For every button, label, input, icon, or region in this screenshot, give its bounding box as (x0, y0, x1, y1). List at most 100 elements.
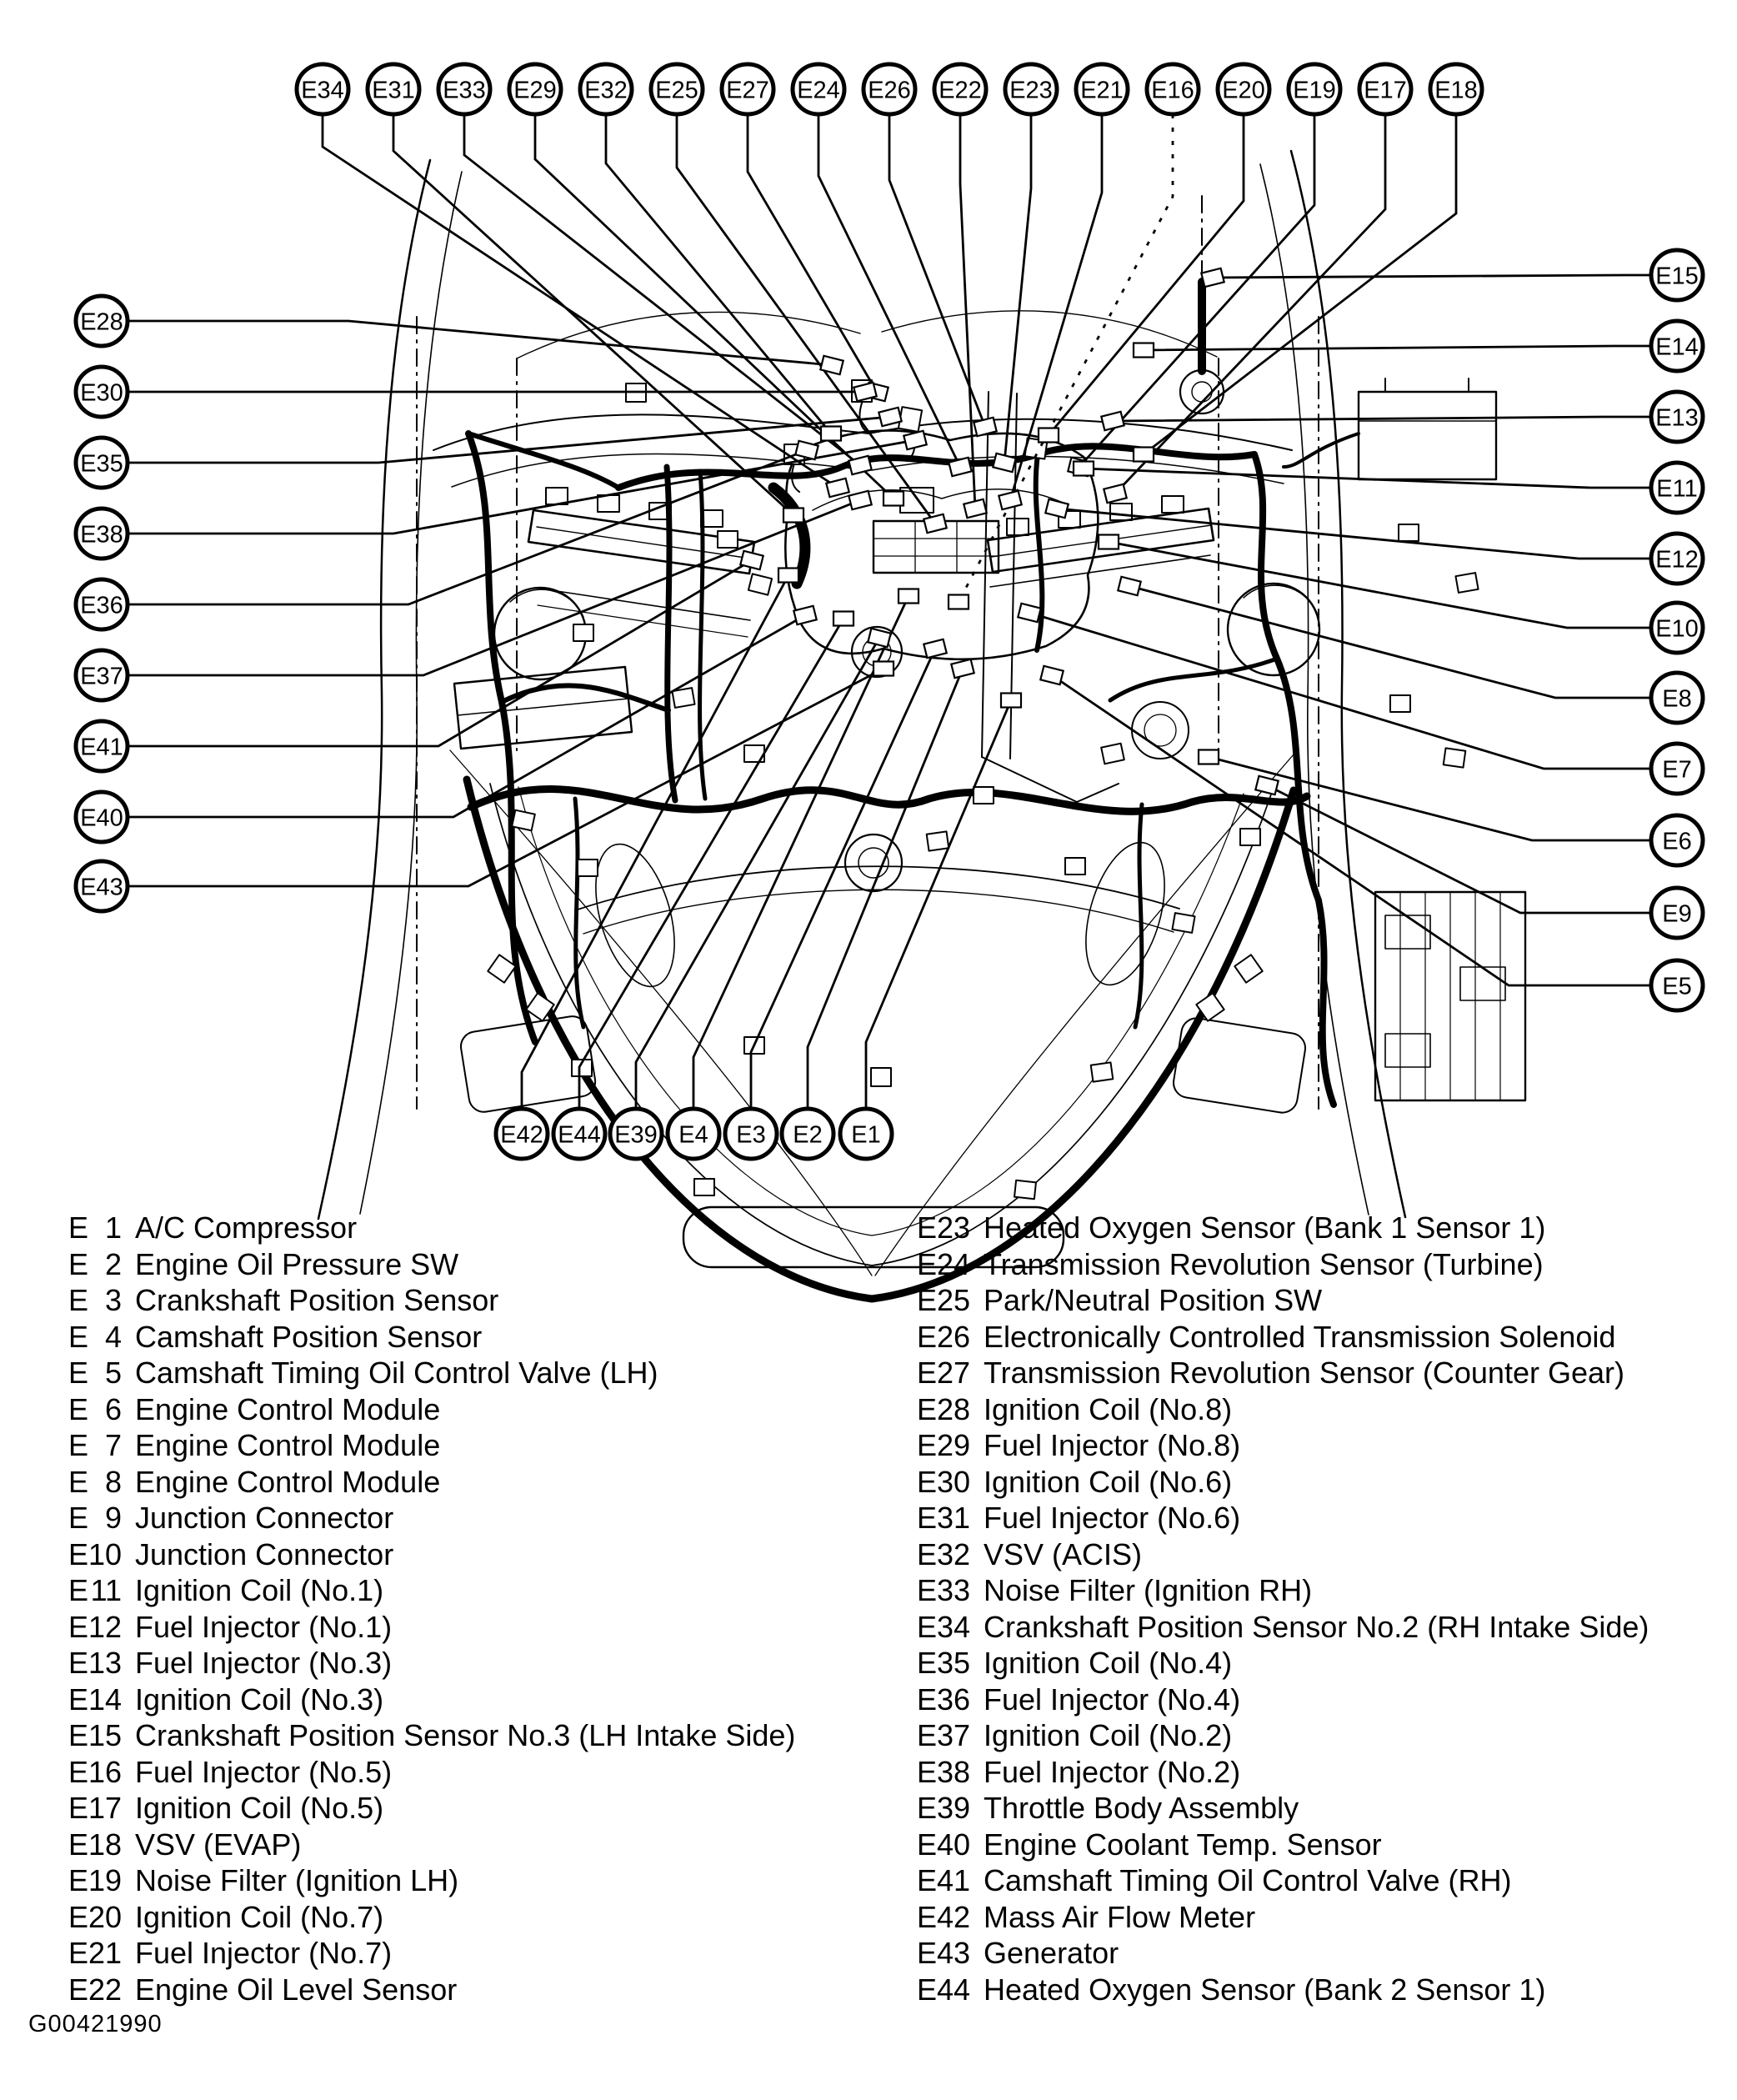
connector-E38 (902, 429, 929, 451)
callout-label: E2 (793, 1121, 822, 1148)
legend-code-prefix: E (917, 1827, 938, 1862)
leader-E7 (1029, 611, 1651, 770)
callout-label: E35 (80, 450, 123, 477)
legend-code-number: 27 (937, 1356, 971, 1390)
leader-E31 (392, 114, 794, 517)
legend-code-number: 42 (937, 1899, 971, 1934)
leader-E35 (128, 415, 891, 464)
connector-E42 (777, 567, 800, 584)
callout-E27: E27 (719, 62, 776, 117)
connector-E3 (922, 638, 949, 659)
leader-E8 (1129, 584, 1651, 699)
callout-circle (1649, 885, 1705, 940)
leader-E16 (957, 114, 1174, 603)
legend-code-number: 15 (88, 1718, 123, 1752)
legend-code-prefix: E (917, 1356, 938, 1390)
callout-label: E33 (443, 77, 486, 103)
legend-code-number: 5 (104, 1356, 122, 1390)
callout-E10: E10 (1649, 600, 1705, 655)
legend-label: Crankshaft Position Sensor No.2 (RH Inta… (984, 1609, 1649, 1644)
callout-E28: E28 (73, 293, 130, 348)
legend-code-prefix: E (917, 1646, 938, 1680)
leader-E29 (533, 114, 894, 500)
callout-E9: E9 (1649, 885, 1705, 940)
callout-E17: E17 (1357, 62, 1414, 117)
callout-circle (1649, 389, 1705, 444)
connector-E35 (877, 406, 904, 428)
target-connectors (738, 267, 1280, 796)
legend-code-number: 21 (88, 1936, 123, 1970)
legend-code-number: 10 (88, 1536, 123, 1571)
connector-E24 (947, 456, 974, 478)
leader-E36 (128, 449, 808, 606)
legend-code-number: 8 (104, 1464, 122, 1499)
callout-label: E31 (372, 77, 415, 103)
legend-label: Fuel Injector (No.8) (984, 1428, 1241, 1462)
legend-label: Transmission Revolution Sensor (Turbine) (984, 1246, 1544, 1281)
callout-circle (1286, 62, 1343, 117)
legend-code-prefix: E (68, 1319, 89, 1354)
callout-label: E21 (1080, 77, 1124, 103)
callout-E43: E43 (73, 859, 130, 914)
callout-label: E15 (1655, 263, 1699, 289)
legend-code-prefix: E (68, 1682, 89, 1717)
legend-label: Fuel Injector (No.2) (984, 1754, 1241, 1789)
callout-label: E38 (80, 521, 123, 548)
callout-label: E7 (1662, 756, 1691, 783)
legend-label: Engine Oil Pressure SW (135, 1246, 459, 1281)
callout-label: E5 (1662, 973, 1691, 1000)
legend-code-prefix: E (917, 1972, 938, 2007)
legend-label: Engine Control Module (135, 1391, 441, 1426)
legend-code-number: 29 (937, 1428, 971, 1462)
callout-label: E39 (614, 1121, 658, 1148)
leader-E43 (128, 667, 884, 888)
legend-label: Camshaft Timing Oil Control Valve (LH) (135, 1356, 658, 1390)
connector-E20 (1037, 427, 1060, 444)
callout-circle (1649, 741, 1705, 796)
callout-label: E16 (1151, 77, 1194, 103)
callout-E13: E13 (1649, 389, 1705, 444)
callout-label: E13 (1655, 404, 1699, 431)
callout-label: E3 (736, 1121, 765, 1148)
callout-label: E17 (1364, 77, 1407, 103)
legend-code-prefix: E (917, 1464, 938, 1499)
callout-label: E19 (1293, 77, 1336, 103)
connector-E36 (793, 439, 820, 461)
connector-E30 (852, 381, 879, 403)
callout-E11: E11 (1649, 460, 1705, 515)
callout-circle (1649, 813, 1705, 868)
connector-E7 (1016, 602, 1043, 624)
callout-circle (436, 62, 493, 117)
legend-label: Engine Oil Level Sensor (135, 1972, 458, 2007)
callout-circle (1649, 600, 1705, 655)
legend-label: Junction Connector (135, 1536, 394, 1571)
legend-code-prefix: E (917, 1283, 938, 1317)
legend-label: Fuel Injector (No.7) (135, 1936, 393, 1970)
callout-circle (73, 719, 130, 774)
legend-label: Heated Oxygen Sensor (Bank 2 Sensor 1) (984, 1972, 1546, 2007)
legend-label: Junction Connector (135, 1501, 394, 1535)
legend-code-number: 7 (104, 1428, 122, 1462)
callout-circle (1649, 460, 1705, 515)
callout-E44: E44 (551, 1106, 608, 1161)
